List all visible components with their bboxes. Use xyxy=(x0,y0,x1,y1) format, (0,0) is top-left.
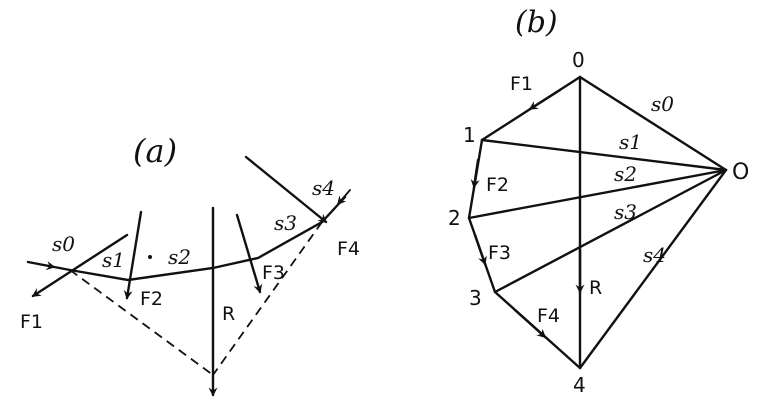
force-f2-direction xyxy=(470,158,480,189)
panel-b: (b) 0 1 2 3 4 O F1 F2 F3 F4 R s0 xyxy=(448,5,749,397)
pole-o: O xyxy=(732,160,749,185)
dot-mark xyxy=(148,255,152,259)
force-f1-arrow xyxy=(31,233,129,298)
force-f1-direction xyxy=(528,88,562,111)
vertex-0: 0 xyxy=(572,48,585,72)
dashed-line-left xyxy=(69,269,214,376)
force-f3-direction xyxy=(473,233,487,266)
label-f1-b: F1 xyxy=(510,73,533,95)
vertex-4: 4 xyxy=(573,373,586,397)
vertex-3: 3 xyxy=(469,286,482,310)
s4-string xyxy=(337,189,351,206)
label-s1-b: s1 xyxy=(619,130,642,154)
ray-s0 xyxy=(578,75,728,172)
label-s4: s4 xyxy=(312,176,335,200)
label-s3-b: s3 xyxy=(614,200,637,224)
label-s0-b: s0 xyxy=(651,92,674,116)
ray-s1 xyxy=(480,138,728,172)
panel-b-title: (b) xyxy=(515,5,558,40)
s0-string xyxy=(27,261,56,271)
label-s3: s3 xyxy=(274,211,297,235)
label-r: R xyxy=(222,303,235,325)
ray-s3 xyxy=(493,168,728,294)
label-f1: F1 xyxy=(20,311,43,333)
label-s2: s2 xyxy=(168,245,191,269)
panel-a: (a) F1 F2 F3 F4 R s0 s1 s2 s3 s4 xyxy=(20,132,360,397)
force-f4-arrow xyxy=(244,155,328,224)
label-f4-b: F4 xyxy=(537,305,560,327)
label-s4-b: s4 xyxy=(643,243,666,267)
panel-a-title: (a) xyxy=(133,132,177,170)
label-f2: F2 xyxy=(140,288,163,310)
dashed-line-right xyxy=(212,221,323,376)
label-s1: s1 xyxy=(102,248,125,272)
force-f2-arrow xyxy=(123,210,143,300)
vertex-2: 2 xyxy=(448,206,461,230)
label-f3-b: F3 xyxy=(488,242,511,264)
vertex-1: 1 xyxy=(463,123,476,147)
ray-s2 xyxy=(467,168,728,220)
label-f4: F4 xyxy=(337,238,360,260)
label-f2-b: F2 xyxy=(486,174,509,196)
force-f3-arrow xyxy=(235,213,263,294)
force-f4-direction xyxy=(513,308,547,339)
label-r-b: R xyxy=(589,277,602,299)
label-s0: s0 xyxy=(52,232,75,256)
ray-s4 xyxy=(578,168,728,370)
label-s2-b: s2 xyxy=(614,162,637,186)
label-f3: F3 xyxy=(262,262,285,284)
